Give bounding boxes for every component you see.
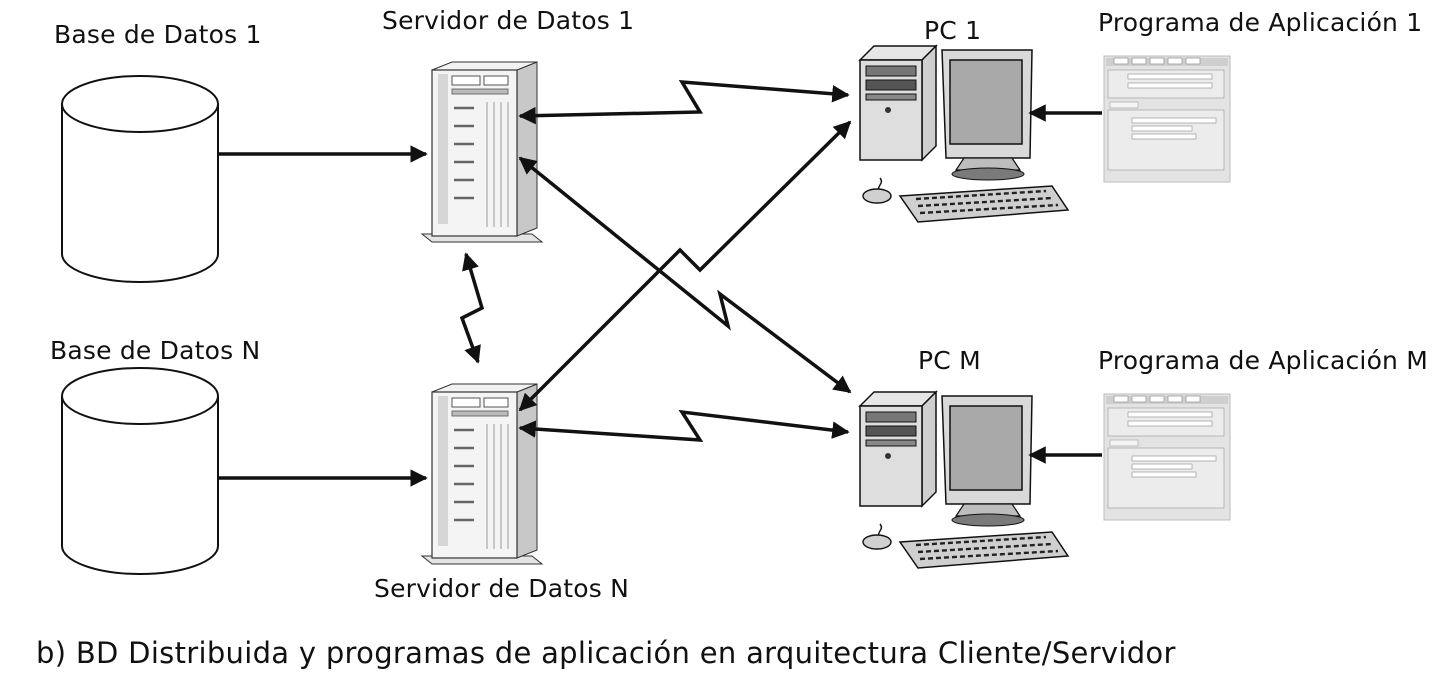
desktop-pc-icon: [858, 390, 1070, 570]
application-window-icon: [1103, 393, 1231, 521]
pc-1-label: PC 1: [924, 16, 982, 45]
application-m-label: Programa de Aplicación M: [1098, 346, 1429, 375]
servern-pcm-link: [518, 409, 850, 442]
database-n-label: Base de Datos N: [50, 336, 261, 365]
database-cylinder-icon: [61, 75, 219, 283]
application-window-icon: [1103, 55, 1231, 183]
desktop-pc-icon: [858, 44, 1070, 224]
server-tower-icon: [420, 60, 544, 244]
figure-caption: b) BD Distribuida y programas de aplicac…: [36, 636, 1176, 670]
database-1-label: Base de Datos 1: [54, 20, 262, 49]
server1-pc1-link: [518, 79, 850, 125]
servern-pc1-link: [518, 120, 852, 412]
server-n-label: Servidor de Datos N: [374, 574, 629, 603]
server-tower-icon: [420, 382, 544, 566]
application-1-label: Programa de Aplicación 1: [1098, 8, 1423, 37]
pc-m-label: PC M: [918, 346, 981, 375]
server1-servern-link: [459, 252, 485, 364]
server1-pcm-link: [518, 156, 852, 394]
server-1-label: Servidor de Datos 1: [382, 6, 635, 35]
database-cylinder-icon: [61, 367, 219, 575]
